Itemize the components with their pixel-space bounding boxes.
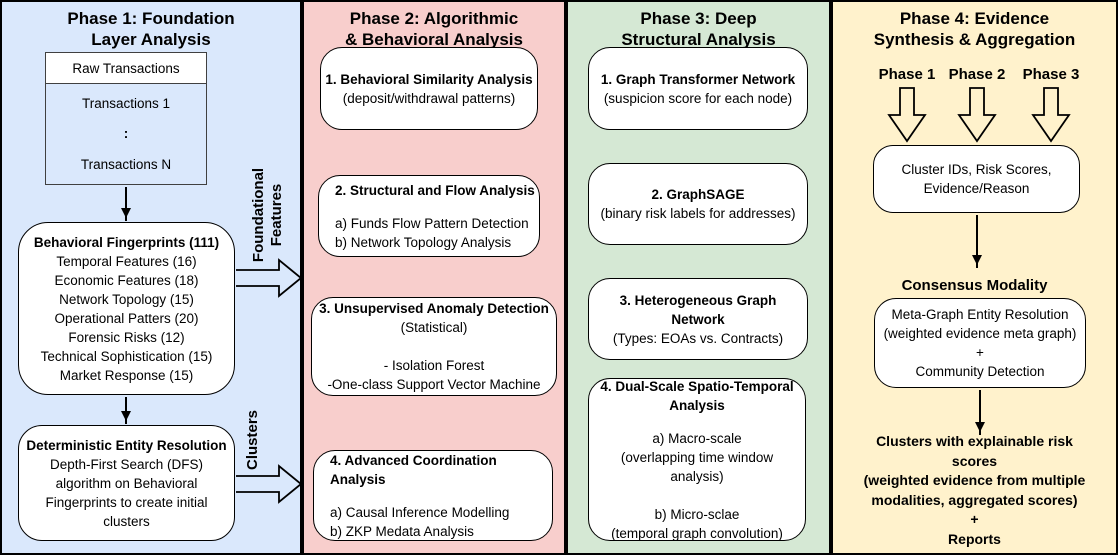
transactions-row: Transactions 1 bbox=[81, 95, 171, 111]
box-title: 2. Structural and Flow Analysis bbox=[335, 182, 535, 198]
behavioral-fingerprints-list: Temporal Features (16) Economic Features… bbox=[40, 253, 213, 383]
clusters-arrow-icon bbox=[236, 464, 303, 504]
flow-arrow-consensus-to-output bbox=[979, 390, 981, 435]
input-phase2-label: Phase 2 bbox=[948, 66, 1006, 83]
graph-transformer-box: 1. Graph Transformer Network (suspicion … bbox=[588, 47, 808, 130]
box-body: Meta-Graph Entity Resolution (weighted e… bbox=[883, 307, 1077, 379]
structural-flow-box: 2. Structural and Flow Analysis a) Funds… bbox=[318, 175, 540, 257]
box-title: 3. Unsupervised Anomaly Detection bbox=[319, 301, 549, 316]
behavioral-fingerprints-title: Behavioral Fingerprints (111) bbox=[33, 234, 220, 250]
phase1-title: Phase 1: Foundation Layer Analysis bbox=[67, 9, 235, 49]
behavioral-fingerprints-box: Behavioral Fingerprints (111) Temporal F… bbox=[18, 222, 235, 395]
transactions-ellipsis: : bbox=[123, 126, 129, 142]
phase2-title: Phase 2: Algorithmic & Behavioral Analys… bbox=[345, 9, 523, 49]
dual-scale-box: 4. Dual-Scale Spatio-Temporal Analysis a… bbox=[588, 378, 806, 541]
box-body: a) Funds Flow Pattern Detection b) Netwo… bbox=[335, 215, 529, 250]
input-phase3-label: Phase 3 bbox=[1022, 66, 1080, 83]
box-title: 4. Advanced Coordination Analysis bbox=[330, 452, 497, 487]
transactions-row: Transactions N bbox=[80, 157, 172, 173]
final-output-text: Clusters with explainable risk scores (w… bbox=[863, 433, 1086, 547]
box-body: a) Causal Inference Modelling b) ZKP Med… bbox=[330, 504, 510, 539]
box-title: 1. Graph Transformer Network bbox=[600, 71, 796, 87]
anomaly-detection-box: 3. Unsupervised Anomaly Detection (Stati… bbox=[311, 297, 557, 396]
phase3-title: Phase 3: Deep Structural Analysis bbox=[621, 9, 776, 49]
raw-transactions-header: Raw Transactions bbox=[46, 53, 206, 84]
entity-resolution-title: Deterministic Entity Resolution bbox=[26, 437, 227, 453]
box-body: (suspicion score for each node) bbox=[603, 90, 793, 106]
phase4-title: Phase 4: Evidence Synthesis & Aggregatio… bbox=[873, 9, 1076, 49]
phase3-input-arrow-icon bbox=[1031, 87, 1071, 143]
phase4-panel bbox=[831, 0, 1118, 555]
heterogeneous-graph-box: 3. Heterogeneous Graph Network (Types: E… bbox=[588, 278, 808, 360]
raw-transactions-table: Raw Transactions Transactions 1 : Transa… bbox=[45, 52, 207, 185]
flow-arrow-table-to-fingerprints bbox=[125, 187, 127, 221]
phase2-input-arrow-icon bbox=[957, 87, 997, 143]
entity-resolution-box: Deterministic Entity Resolution Depth-Fi… bbox=[18, 425, 235, 541]
flow-arrow-cluster-to-consensus bbox=[976, 215, 978, 268]
box-body: (deposit/withdrawal patterns) bbox=[342, 90, 516, 106]
box-title: 1. Behavioral Similarity Analysis bbox=[325, 71, 533, 87]
graphsage-box: 2. GraphSAGE (binary risk labels for add… bbox=[588, 163, 808, 245]
input-phase1-label: Phase 1 bbox=[878, 66, 936, 83]
box-body: Cluster IDs, Risk Scores, Evidence/Reaso… bbox=[901, 162, 1052, 196]
meta-graph-box: Meta-Graph Entity Resolution (weighted e… bbox=[874, 298, 1086, 388]
consensus-modality-heading: Consensus Modality bbox=[901, 277, 1048, 294]
phase1-input-arrow-icon bbox=[887, 87, 927, 143]
box-title: 3. Heterogeneous Graph Network bbox=[619, 292, 777, 327]
coordination-analysis-box: 4. Advanced Coordination Analysis a) Cau… bbox=[313, 450, 553, 541]
box-body: (Statistical) - Isolation Forest -One-cl… bbox=[327, 320, 541, 392]
box-body: (Types: EOAs vs. Contracts) bbox=[612, 330, 784, 346]
cluster-ids-box: Cluster IDs, Risk Scores, Evidence/Reaso… bbox=[873, 145, 1080, 213]
raw-transactions-body: Transactions 1 : Transactions N bbox=[46, 84, 206, 184]
box-title: 4. Dual-Scale Spatio-Temporal Analysis bbox=[600, 378, 794, 413]
box-title: 2. GraphSAGE bbox=[651, 187, 745, 202]
flow-arrow-fingerprints-to-entity bbox=[125, 397, 127, 424]
entity-resolution-body: Depth-First Search (DFS) algorithm on Be… bbox=[45, 456, 208, 529]
box-body: (binary risk labels for addresses) bbox=[600, 206, 796, 221]
foundational-features-arrow-icon bbox=[236, 258, 303, 298]
behavioral-similarity-box: 1. Behavioral Similarity Analysis (depos… bbox=[320, 47, 538, 130]
box-body: a) Macro-scale (overlapping time window … bbox=[611, 430, 783, 541]
